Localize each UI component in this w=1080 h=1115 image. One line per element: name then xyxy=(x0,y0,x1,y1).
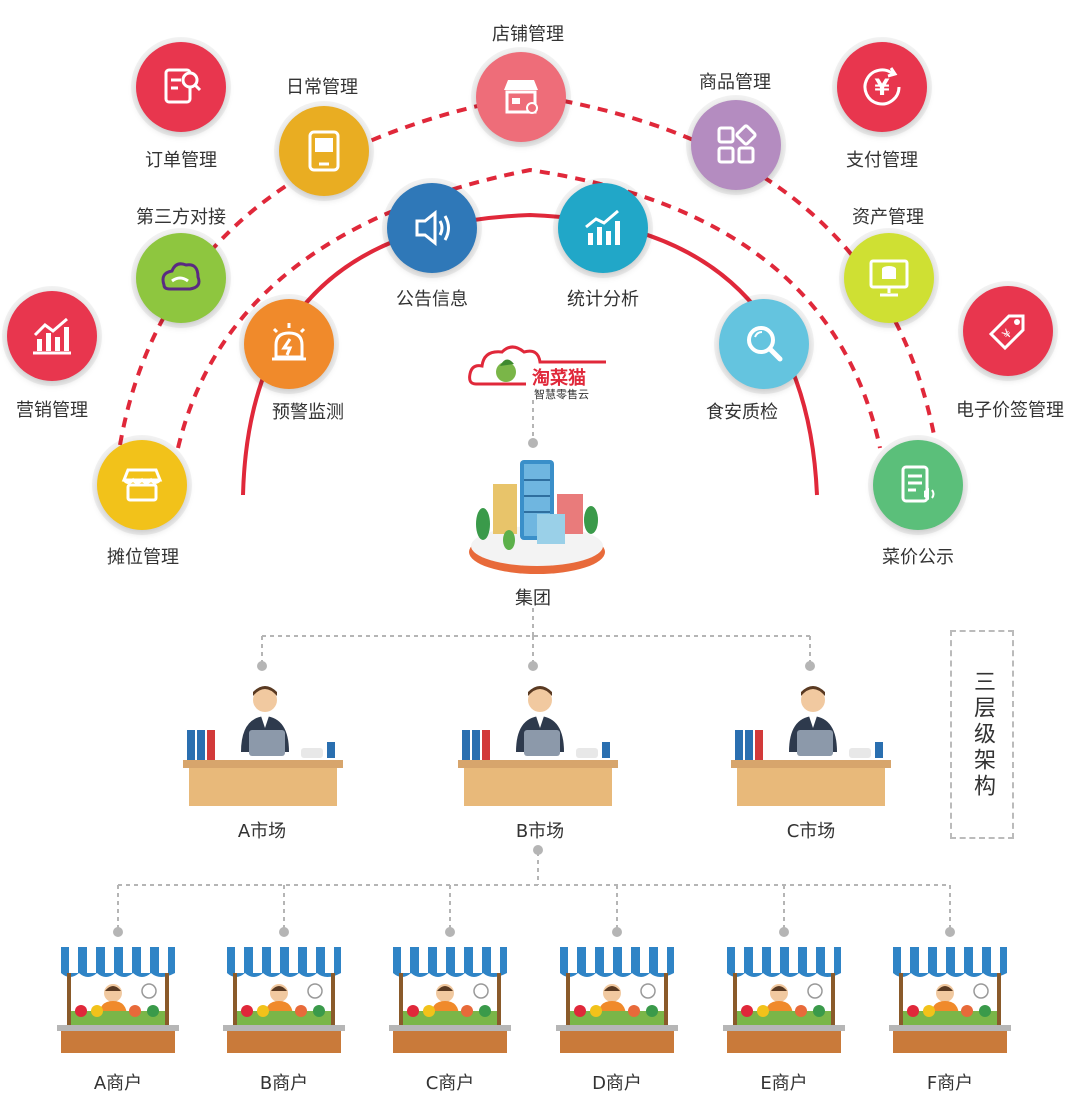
merchant-stall-d xyxy=(554,945,680,1055)
connector-dot xyxy=(528,438,538,448)
market-stall-icon xyxy=(223,947,345,1053)
merchant-stall-c xyxy=(387,945,513,1055)
marketing-management-label: 营销管理 xyxy=(16,400,88,421)
warning-node[interactable] xyxy=(244,299,334,389)
connector-dot xyxy=(612,927,622,937)
connector-dot xyxy=(113,927,123,937)
speaker-icon xyxy=(415,209,450,247)
stall-management-label: 摊位管理 xyxy=(107,547,179,568)
stats-node[interactable] xyxy=(558,183,648,273)
merchant-label-b: B商户 xyxy=(259,1073,309,1094)
merchant-stall-b xyxy=(221,945,347,1055)
food-safety-label: 食安质检 xyxy=(706,402,778,423)
merchant-label-d: D商户 xyxy=(592,1073,642,1094)
merchant-label-f: F商户 xyxy=(926,1073,974,1094)
merchant-label-e: E商户 xyxy=(760,1073,808,1094)
goods-management-node[interactable] xyxy=(691,100,781,190)
order-management-label: 订单管理 xyxy=(145,150,217,171)
grid-icon xyxy=(717,124,757,164)
order-search-icon xyxy=(164,68,202,104)
cloud-swirl-icon xyxy=(161,262,201,291)
merchant-label-a: A商户 xyxy=(93,1073,143,1094)
yen-cycle-icon: ¥ xyxy=(863,67,901,106)
esl-management-label: 电子价签管理 xyxy=(956,400,1064,421)
daily-management-node[interactable] xyxy=(279,106,369,196)
price-display-node[interactable] xyxy=(873,440,963,530)
market-label-a: A市场 xyxy=(237,821,287,842)
market-stall-icon xyxy=(389,947,511,1053)
shop-icon xyxy=(504,80,538,114)
group-building-illustration xyxy=(465,450,610,580)
marketing-management-node[interactable] xyxy=(7,291,97,381)
notice-label: 公告信息 xyxy=(396,289,468,310)
monitor-coins-icon xyxy=(869,259,909,297)
stall-management-node[interactable] xyxy=(97,440,187,530)
merchant-stall-f xyxy=(887,945,1013,1055)
market-desk-c xyxy=(731,682,891,810)
group-label: 集团 xyxy=(515,588,551,609)
shop-management-label: 店铺管理 xyxy=(492,24,564,45)
order-management-node[interactable] xyxy=(136,42,226,132)
middle-dashed-arc xyxy=(176,167,882,449)
connector-dot xyxy=(945,927,955,937)
brand-name: 淘菜猫 xyxy=(532,368,586,389)
connector-dot xyxy=(279,927,289,937)
esl-management-node[interactable]: ¥ xyxy=(963,286,1053,376)
desk-worker-icon xyxy=(731,686,891,806)
connector-dot xyxy=(779,927,789,937)
connector-dot xyxy=(528,661,538,671)
market-stall-icon xyxy=(889,947,1011,1053)
architecture-label: 三层级架构 xyxy=(970,669,995,800)
stats-label: 统计分析 xyxy=(567,289,639,310)
connector-dot xyxy=(533,845,543,855)
merchant-label-c: C商户 xyxy=(425,1073,475,1094)
clipboard-speaker-icon xyxy=(901,465,935,503)
price-display-label: 菜价公示 xyxy=(882,547,954,568)
tablet-icon xyxy=(308,130,340,172)
warning-label: 预警监测 xyxy=(272,402,344,423)
third-party-node[interactable] xyxy=(136,233,226,323)
price-tag-icon: ¥ xyxy=(988,314,1025,351)
market-desk-a xyxy=(183,682,343,810)
goods-management-label: 商品管理 xyxy=(699,72,771,93)
market-label-c: C市场 xyxy=(786,821,836,842)
market-stall-icon xyxy=(556,947,678,1053)
stall-icon xyxy=(121,468,163,502)
alarm-light-icon xyxy=(272,323,306,361)
payment-management-node[interactable]: ¥ xyxy=(837,42,927,132)
brand-tagline: 智慧零售云 xyxy=(534,388,589,401)
architecture-box: 三层级架构 xyxy=(950,630,1014,839)
shop-management-node[interactable] xyxy=(476,52,566,142)
connector-dot xyxy=(445,927,455,937)
desk-worker-icon xyxy=(183,686,343,806)
desk-worker-icon xyxy=(458,686,618,806)
market-stall-icon xyxy=(57,947,179,1053)
daily-management-label: 日常管理 xyxy=(286,77,358,98)
bar-chart-icon xyxy=(585,209,620,245)
food-safety-node[interactable] xyxy=(719,299,809,389)
connector-dot xyxy=(805,661,815,671)
third-party-label: 第三方对接 xyxy=(136,207,226,228)
brand-logo: 淘菜猫 智慧零售云 xyxy=(466,340,616,402)
payment-management-label: 支付管理 xyxy=(846,150,918,171)
market-label-b: B市场 xyxy=(515,821,565,842)
magnifier-icon xyxy=(747,326,783,362)
asset-management-node[interactable] xyxy=(844,233,934,323)
notice-node[interactable] xyxy=(387,183,477,273)
cloud-logo-icon xyxy=(468,345,606,386)
merchant-stall-e xyxy=(721,945,847,1055)
market-desk-b xyxy=(458,682,618,810)
asset-management-label: 资产管理 xyxy=(852,207,924,228)
merchant-stall-a xyxy=(55,945,181,1055)
connector-dot xyxy=(257,661,267,671)
svg-text:¥: ¥ xyxy=(874,76,890,101)
growth-chart-icon xyxy=(33,317,71,355)
market-stall-icon xyxy=(723,947,845,1053)
